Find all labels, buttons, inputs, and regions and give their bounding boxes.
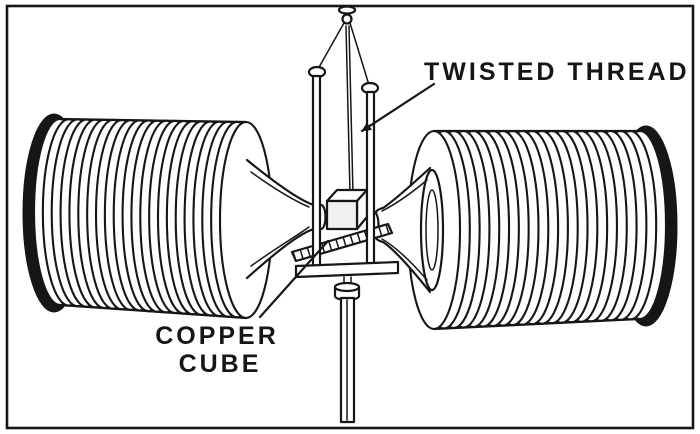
coil-contour-bottom — [58, 303, 248, 320]
right-horn-mouth-ring — [419, 168, 445, 292]
label-cube: CUBE — [179, 350, 262, 378]
scale-tick — [292, 250, 297, 262]
label-twisted-thread: TWISTED THREAD — [424, 58, 690, 86]
thread-strand-2 — [348, 25, 354, 195]
torsion-head-knob — [341, 13, 353, 25]
right-pole-horn — [368, 166, 445, 294]
copper-cube-leader-line — [258, 239, 330, 319]
collar-top — [333, 281, 361, 293]
cube-front-face — [325, 199, 359, 231]
twisted-thread-arrow — [360, 82, 436, 133]
right-horn-inner-bottom — [381, 238, 428, 281]
suspension-frame — [294, 5, 400, 279]
right-coil — [406, 125, 678, 331]
right-horn-fill — [376, 168, 430, 292]
annotations: TWISTED THREAD COPPER CUBE — [155, 58, 690, 378]
left-suspension-wire — [317, 22, 345, 70]
right-horn-inner-top — [381, 179, 428, 212]
right-horn-top-edge — [374, 166, 432, 214]
label-copper: COPPER — [155, 322, 279, 350]
left-horn-inner-bottom — [250, 226, 310, 267]
scale-tick — [342, 236, 347, 247]
scale-tick — [335, 238, 340, 249]
torsion-head-cap — [337, 5, 357, 15]
scale-tick — [306, 246, 311, 258]
frame-crossbar — [294, 260, 400, 279]
twisted-thread — [345, 25, 354, 195]
scale-tick — [356, 232, 361, 243]
thread-strand-1 — [345, 25, 351, 195]
scale-tick — [378, 225, 383, 237]
left-coil — [22, 113, 274, 320]
left-frame-rod — [311, 74, 322, 273]
scale-tick — [385, 223, 390, 235]
scale-tick — [299, 248, 304, 260]
right-frame-rod — [365, 90, 376, 274]
scale-tick — [328, 240, 333, 252]
right-suspension-wire — [349, 22, 370, 86]
lower-support — [333, 276, 361, 424]
left-horn-inner-top — [250, 171, 310, 208]
coil-contour-top — [58, 117, 248, 124]
coil-contour-bottom — [432, 317, 642, 331]
right-horn-bottom-edge — [374, 236, 432, 294]
scale-tick — [349, 234, 354, 245]
copper-cube — [325, 188, 369, 231]
right-horn-inner-ring — [425, 189, 439, 271]
left-horn-fill — [247, 160, 320, 278]
